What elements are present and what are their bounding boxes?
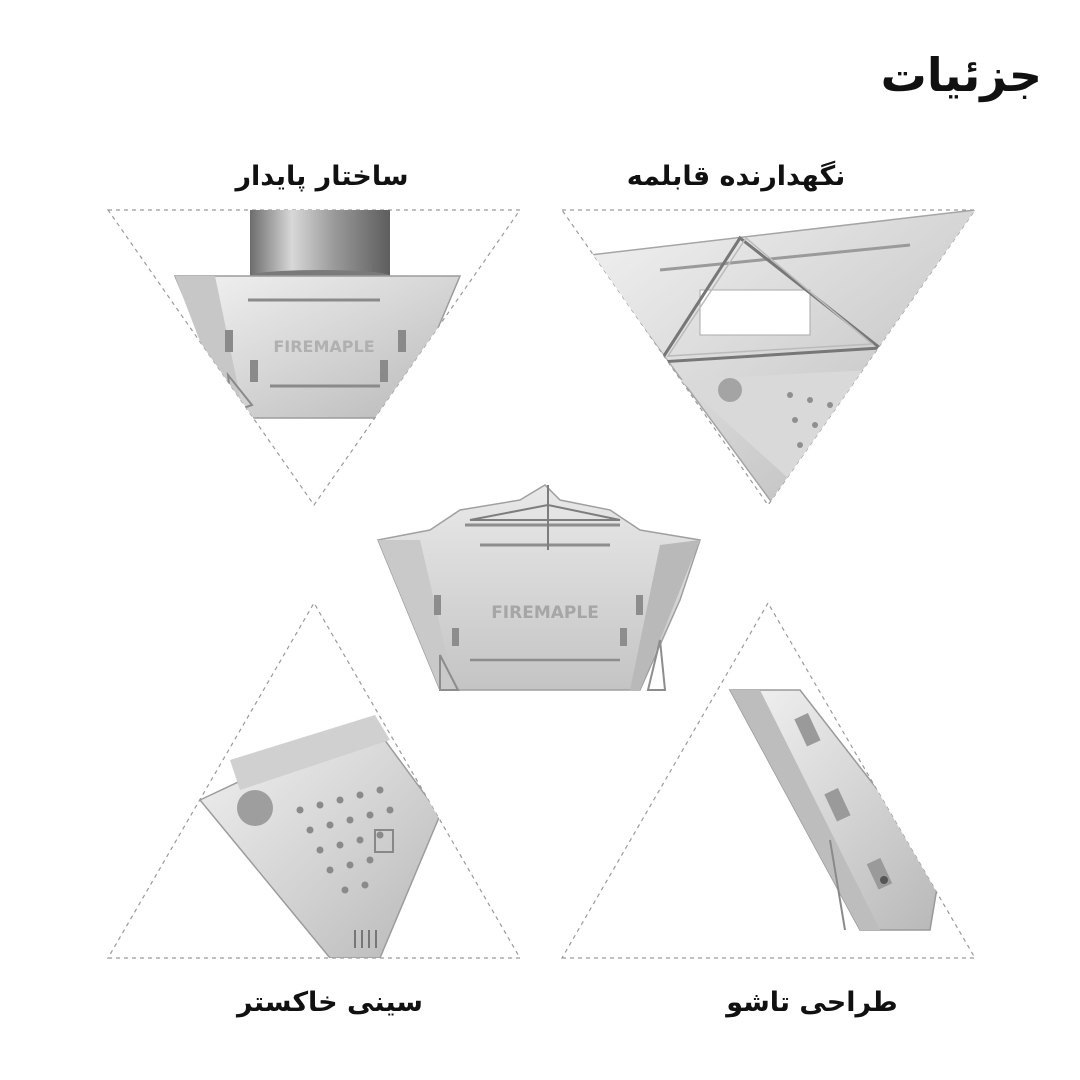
stable-structure-label: ساختار پایدار (235, 161, 409, 192)
ash-tray-image (198, 715, 441, 958)
page-title: جزئیات (880, 48, 1042, 102)
stove-center-image: FIREMAPLE (376, 484, 701, 691)
pot-holder-image (588, 210, 975, 501)
brand-mark-center: FIREMAPLE (491, 603, 599, 623)
pot-holder-label: نگهدارنده قابلمه (626, 161, 846, 192)
ash-tray-label: سینی خاکستر (237, 987, 423, 1018)
folding-design-label: طراحی تاشو (726, 987, 898, 1018)
frame-bottom-left (106, 601, 522, 959)
brand-mark-top-left: FIREMAPLE (273, 337, 374, 356)
folding-design-image (728, 689, 941, 931)
frame-bottom-right (560, 601, 977, 959)
stable-structure-image: FIREMAPLE (173, 210, 462, 420)
